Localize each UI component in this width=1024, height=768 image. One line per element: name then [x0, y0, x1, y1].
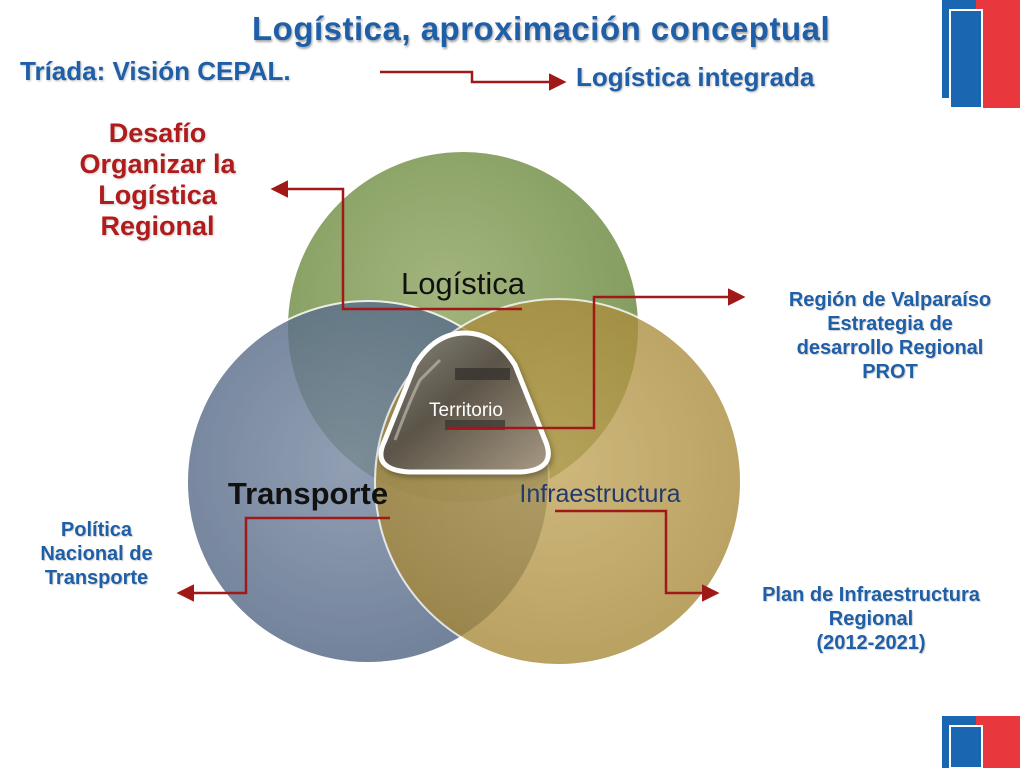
transport-policy-note: Política Nacional de Transporte: [14, 518, 179, 590]
chile-flag-logo-icon: [942, 0, 1020, 109]
infraestructura-label: Infraestructura: [519, 480, 680, 508]
integrated-logistics-connector: [380, 70, 567, 91]
note-line: Regional: [100, 211, 215, 242]
territorio-label: Territorio: [429, 400, 503, 421]
note-line: Transporte: [44, 567, 149, 589]
transport-policy-connector: [176, 516, 390, 602]
valparaiso-connector: [448, 288, 746, 430]
page-title: Logística, aproximación conceptual: [252, 10, 831, 47]
integrated-logistics-label: Logística integrada: [576, 62, 815, 92]
note-line: Nacional de: [40, 543, 153, 565]
infrastructure-plan-note: Plan de Infraestructura Regional (2012-2…: [718, 583, 1024, 655]
map-coast: [393, 358, 442, 441]
note-line: Regional: [828, 608, 914, 630]
note-line: desarrollo Regional: [796, 337, 984, 359]
challenge-connector: [270, 180, 522, 311]
note-line: Política: [60, 519, 133, 541]
note-line: Región de Valparaíso: [788, 289, 992, 311]
note-line: PROT: [862, 361, 918, 383]
note-line: Organizar la: [79, 149, 236, 180]
triad-label: Tríada: Visión CEPAL.: [20, 56, 291, 86]
logistica-label: Logística: [401, 266, 526, 301]
map-road: [445, 420, 505, 430]
note-line: Plan de Infraestructura: [762, 584, 980, 606]
chile-flag-logo-icon: [942, 716, 1020, 768]
note-line: Logística: [98, 180, 217, 211]
territory-map: [378, 330, 551, 475]
note-line: (2012-2021): [816, 632, 926, 654]
map-road: [455, 368, 510, 380]
valparaiso-strategy-note: Región de Valparaíso Estrategia de desar…: [752, 288, 1024, 384]
note-line: Desafío: [108, 118, 207, 148]
note-line: Estrategia de: [827, 313, 953, 335]
transporte-label: Transporte: [228, 476, 388, 511]
infrastructure-plan-connector: [555, 509, 720, 602]
challenge-note: Desafío Organizar la Logística Regional: [45, 118, 270, 242]
